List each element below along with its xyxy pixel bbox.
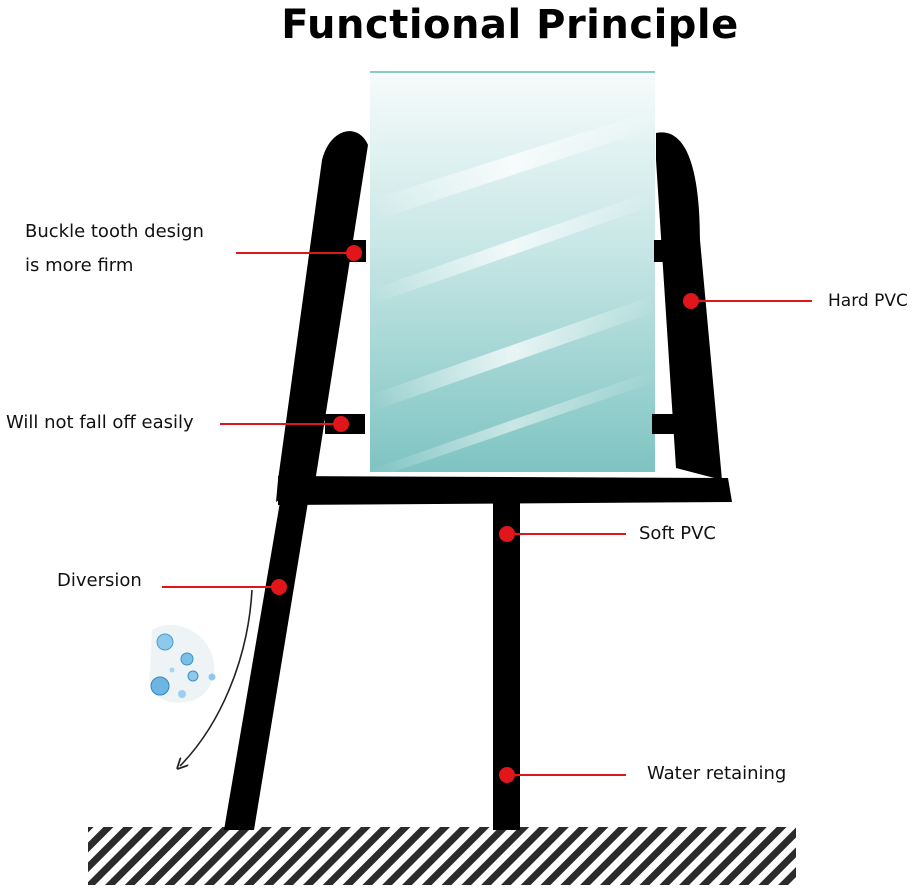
pointer-dot-will-not-fall-off — [333, 416, 349, 432]
tooth-right-lower — [652, 414, 684, 434]
base-bar — [278, 476, 732, 505]
tooth-right-upper — [654, 240, 668, 262]
pointer-dot-hard-pvc — [683, 293, 699, 309]
pointer-dot-diversion — [271, 579, 287, 595]
label-soft-pvc: Soft PVC — [639, 523, 716, 544]
glass-panel — [370, 71, 655, 472]
water-drops-icon — [149, 624, 216, 703]
label-buckle-tooth-line2: is more firm — [25, 255, 134, 276]
diversion-arrow — [180, 589, 253, 766]
pointer-dot-water-retaining — [499, 767, 515, 783]
left-arm — [276, 131, 368, 502]
label-will-not-fall-off: Will not fall off easily — [6, 412, 194, 433]
label-buckle-tooth-line1: Buckle tooth design — [25, 221, 204, 242]
pointers — [162, 245, 812, 783]
label-hard-pvc: Hard PVC — [828, 291, 908, 311]
floor-hatch — [88, 827, 796, 885]
label-water-retaining: Water retaining — [647, 763, 787, 784]
diversion-leg — [224, 502, 308, 830]
label-diversion: Diversion — [57, 570, 142, 591]
pointer-dot-buckle-tooth — [346, 245, 362, 261]
pointer-dot-soft-pvc — [499, 526, 515, 542]
diagram-title: Functional Principle — [281, 2, 739, 48]
